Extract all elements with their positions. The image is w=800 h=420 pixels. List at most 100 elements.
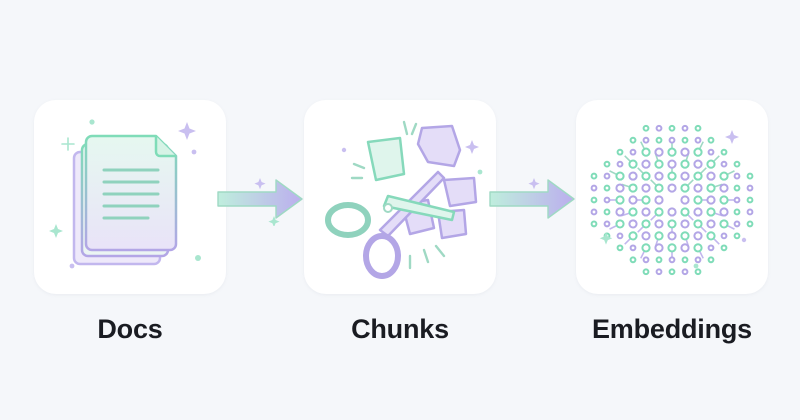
network-node: [641, 219, 651, 229]
network-node: [680, 159, 690, 169]
network-node: [720, 148, 728, 156]
network-node: [707, 148, 715, 156]
network-node: [693, 195, 703, 205]
network-node: [681, 136, 689, 144]
network-node: [707, 244, 715, 252]
network-node: [655, 136, 663, 144]
network-node: [641, 171, 651, 181]
network-node: [654, 231, 664, 241]
chunks-label: Chunks: [351, 314, 449, 344]
network-node: [694, 136, 702, 144]
network-node: [667, 183, 677, 193]
network-node: [693, 159, 703, 169]
network-node: [681, 256, 689, 264]
network-node: [641, 243, 651, 253]
network-node: [707, 136, 715, 144]
network-node: [706, 159, 716, 169]
network-node: [654, 183, 664, 193]
network-node: [668, 124, 676, 132]
network-node: [680, 147, 690, 157]
network-node: [590, 220, 598, 228]
network-node: [654, 243, 664, 253]
network-node: [642, 136, 650, 144]
network-node: [628, 171, 638, 181]
network-node: [641, 207, 651, 217]
network-node: [707, 256, 715, 264]
network-node: [706, 207, 716, 217]
network-node: [733, 208, 741, 216]
network-node: [733, 160, 741, 168]
network-node: [615, 219, 625, 229]
network-node: [654, 207, 664, 217]
network-node: [655, 268, 663, 276]
network-node: [628, 195, 638, 205]
network-node: [694, 124, 702, 132]
network-node: [733, 220, 741, 228]
network-node: [603, 208, 611, 216]
network-node: [667, 207, 677, 217]
network-node: [693, 183, 703, 193]
network-node: [603, 220, 611, 228]
network-node: [706, 183, 716, 193]
network-node: [681, 268, 689, 276]
network-node: [681, 124, 689, 132]
network-node: [706, 219, 716, 229]
network-node: [733, 196, 741, 204]
network-node: [629, 244, 637, 252]
network-node: [642, 268, 650, 276]
network-node: [719, 195, 729, 205]
chunks-card: [304, 100, 496, 294]
network-node: [680, 243, 690, 253]
network-node: [654, 171, 664, 181]
network-node: [654, 159, 664, 169]
network-node: [603, 196, 611, 204]
network-node: [706, 171, 716, 181]
network-node: [667, 171, 677, 181]
network-node: [655, 124, 663, 132]
network-node: [641, 195, 651, 205]
network-node: [693, 219, 703, 229]
stacked-documents-icon: [49, 119, 201, 269]
network-node: [616, 244, 624, 252]
network-node: [629, 256, 637, 264]
network-node: [746, 220, 754, 228]
network-node: [616, 232, 624, 240]
network-node: [706, 195, 716, 205]
network-node: [680, 207, 690, 217]
network-node: [733, 184, 741, 192]
network-node: [706, 231, 716, 241]
network-node: [590, 196, 598, 204]
network-node: [746, 172, 754, 180]
network-node: [680, 231, 690, 241]
network-node: [693, 243, 703, 253]
network-node: [719, 207, 729, 217]
network-node: [668, 136, 676, 144]
network-node: [629, 148, 637, 156]
network-node: [641, 231, 651, 241]
arrow-docs-to-chunks-icon: [217, 178, 303, 226]
network-node: [603, 184, 611, 192]
network-node: [719, 219, 729, 229]
network-node: [667, 159, 677, 169]
network-node: [720, 244, 728, 252]
network-node: [667, 219, 677, 229]
network-node: [641, 159, 651, 169]
network-node: [655, 256, 663, 264]
network-node: [654, 147, 664, 157]
embeddings-card: [576, 100, 768, 294]
network-node: [680, 183, 690, 193]
network-node: [616, 160, 624, 168]
network-node: [642, 256, 650, 264]
network-node: [615, 183, 625, 193]
network-node: [590, 172, 598, 180]
network-node: [694, 256, 702, 264]
network-node: [590, 208, 598, 216]
network-node: [693, 231, 703, 241]
network-node: [733, 172, 741, 180]
network-node: [616, 148, 624, 156]
network-node: [693, 207, 703, 217]
embeddings-label: Embeddings: [591, 314, 752, 344]
network-node: [667, 243, 677, 253]
network-node: [654, 195, 664, 205]
network-node: [629, 136, 637, 144]
